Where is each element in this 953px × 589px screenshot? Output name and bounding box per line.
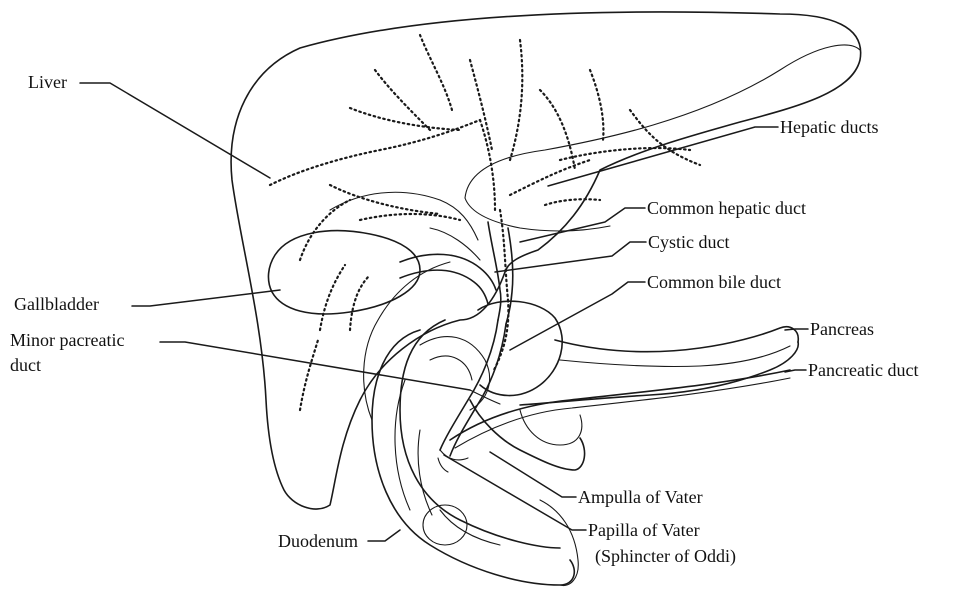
label-minor-pancreatic-duct: Minor pacreatic (10, 330, 124, 350)
liver-porta-edge (430, 228, 480, 260)
label-pancreas: Pancreas (810, 319, 874, 339)
label-pancreatic-duct: Pancreatic duct (808, 360, 918, 380)
duodenum-fold (430, 356, 472, 380)
label-gallbladder: Gallbladder (14, 294, 99, 314)
liver-outline (231, 12, 861, 509)
leader-duodenum (368, 530, 400, 541)
liver-lower-edge (330, 192, 478, 240)
hepatic-duct-branch (420, 35, 452, 110)
hepatic-duct-branch (545, 199, 600, 205)
duodenum-fold (440, 510, 500, 545)
label-common-bile-duct: Common bile duct (647, 272, 781, 292)
papilla-of-vater (438, 458, 448, 472)
leader-pancreas (785, 329, 808, 330)
label-minor-pancreatic-duct-line2: duct (10, 355, 41, 375)
hepatic-duct-branch (350, 275, 370, 330)
label-cystic-duct: Cystic duct (648, 232, 730, 252)
leader-minor-pancreatic-duct (160, 342, 470, 390)
label-ampulla-of-vater: Ampulla of Vater (578, 487, 703, 507)
hepatic-duct-branch (510, 40, 522, 160)
label-papilla-of-vater: Papilla of Vater (588, 520, 700, 540)
hepatic-duct-branch (360, 214, 460, 220)
label-duodenum: Duodenum (278, 531, 358, 551)
leader-papilla-of-vater (444, 455, 586, 530)
duodenum-fold (395, 380, 410, 510)
hepatic-duct-branch (375, 70, 430, 130)
hepatic-duct-branch (470, 60, 492, 150)
hepatic-duct-branch (590, 70, 603, 140)
liver-inferior-surface (364, 262, 450, 420)
hepatic-duct-branch (630, 110, 700, 165)
leader-liver (80, 83, 270, 178)
label-common-hepatic-duct: Common hepatic duct (647, 198, 806, 218)
label-hepatic-ducts: Hepatic ducts (780, 117, 878, 137)
leader-common-bile-duct (510, 282, 645, 350)
leader-gallbladder (132, 290, 280, 306)
leader-cystic-duct (495, 242, 646, 272)
duodenum-fold (420, 337, 490, 410)
leader-common-hepatic-duct (520, 208, 645, 242)
hepatic-duct-branch (300, 340, 318, 410)
duodenum-fold (418, 430, 432, 515)
common-bile-duct-wall (450, 324, 506, 456)
pancreas-head-lower (470, 400, 585, 470)
pancreas-body-top (555, 327, 798, 352)
label-sphincter-of-oddi: (Sphincter of Oddi) (595, 546, 736, 566)
gallbladder-outline (268, 231, 420, 314)
pancreas-body-lobules (560, 346, 790, 367)
hepatic-duct-branch (350, 108, 460, 130)
hepatic-duct-branch (320, 265, 345, 330)
label-liver: Liver (28, 72, 67, 92)
leader-hepatic-ducts (548, 127, 778, 186)
hepatic-duct-branch (330, 185, 440, 214)
duodenum-end (540, 500, 578, 586)
